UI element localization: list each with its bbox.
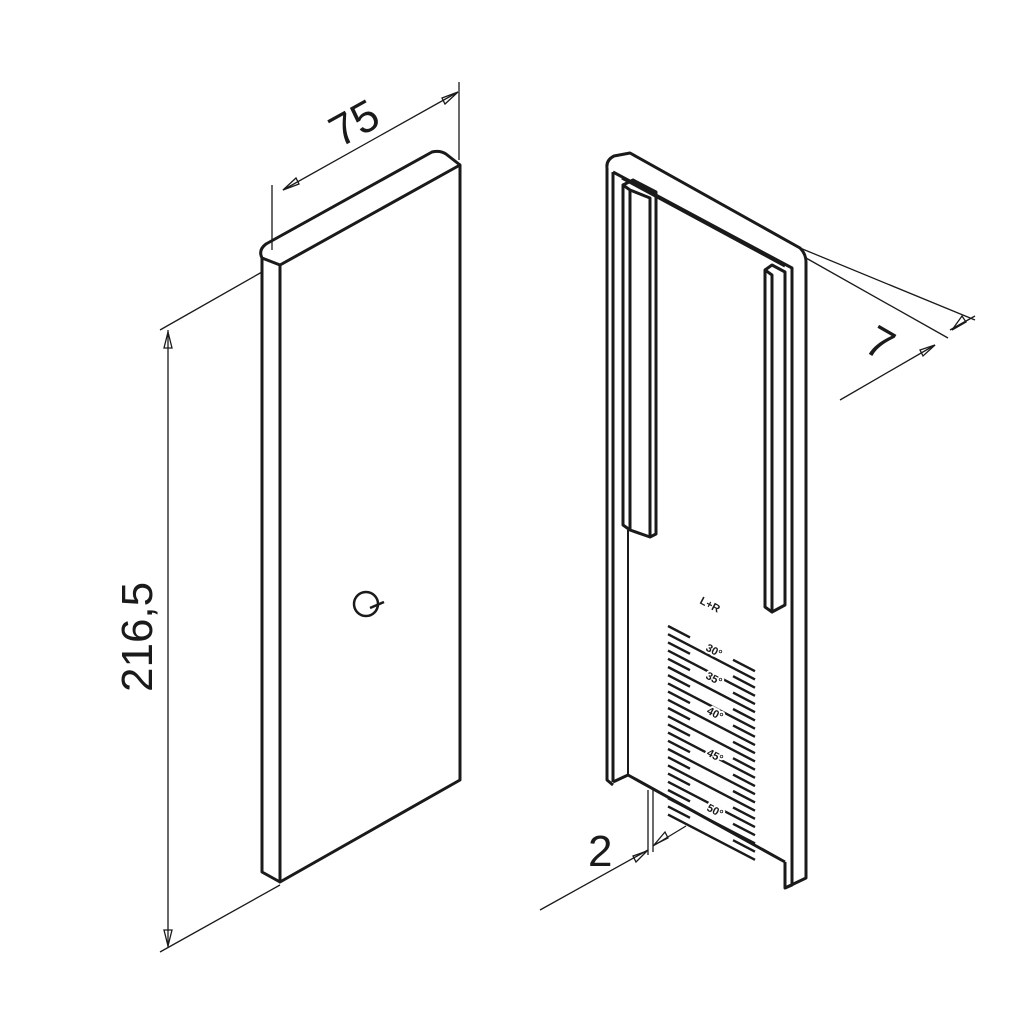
- scale-line: [667, 788, 691, 803]
- dimension-width-label: 75: [321, 90, 388, 157]
- scale-line: [732, 789, 756, 804]
- dimension-thickness-label: 2: [588, 827, 612, 876]
- scale-label: 35°: [704, 670, 724, 688]
- scale-line: [667, 682, 756, 730]
- scale-line: [667, 805, 691, 819]
- scale-line: [732, 757, 756, 771]
- scale-line: [667, 715, 756, 763]
- scale-line: [667, 649, 756, 697]
- scale-line: [667, 665, 756, 714]
- scale-line: [732, 691, 756, 706]
- scale-line: [732, 806, 756, 820]
- scale-line: [732, 822, 756, 837]
- dimension-height: 216,5: [113, 271, 281, 953]
- dimension-height-label: 216,5: [113, 582, 162, 692]
- scale-label: 45°: [705, 747, 725, 765]
- marking-label: L+R: [698, 595, 722, 616]
- scale-line: [667, 747, 756, 796]
- screw-icon: [352, 590, 385, 618]
- scale-line: [667, 641, 691, 655]
- scale-line: [732, 740, 756, 755]
- dimension-depth: 7: [799, 247, 976, 401]
- dimension-depth-label: 7: [857, 316, 903, 371]
- scale-line: [667, 764, 756, 812]
- angle-scale: 30°35°40°45°50°: [667, 624, 756, 861]
- scale-line: [667, 706, 691, 721]
- scale-line: [732, 675, 756, 689]
- scale-line: [667, 780, 756, 829]
- scale-line: [667, 739, 691, 754]
- scale-line: [667, 731, 756, 779]
- dimension-thickness: 2: [539, 790, 687, 911]
- scale-line: [667, 624, 691, 639]
- scale-line: [667, 657, 691, 672]
- scale-line: [732, 773, 756, 788]
- scale-line: [667, 633, 756, 681]
- scale-line: [667, 813, 756, 861]
- scale-line: [732, 707, 756, 722]
- scale-line: [667, 756, 691, 770]
- scale-line: [667, 772, 691, 787]
- cover-plate-rear-view: L+R 30°35°40°45°50°: [605, 151, 808, 890]
- scale-line: [667, 698, 756, 747]
- scale-line: [667, 797, 756, 845]
- scale-line: [732, 658, 756, 673]
- scale-label: 30°: [704, 642, 724, 660]
- scale-line: [732, 724, 756, 738]
- scale-line: [667, 723, 691, 737]
- scale-line: [732, 839, 756, 853]
- cover-plate-front-view: [259, 149, 462, 884]
- scale-line: [667, 690, 691, 705]
- scale-line: [667, 674, 691, 688]
